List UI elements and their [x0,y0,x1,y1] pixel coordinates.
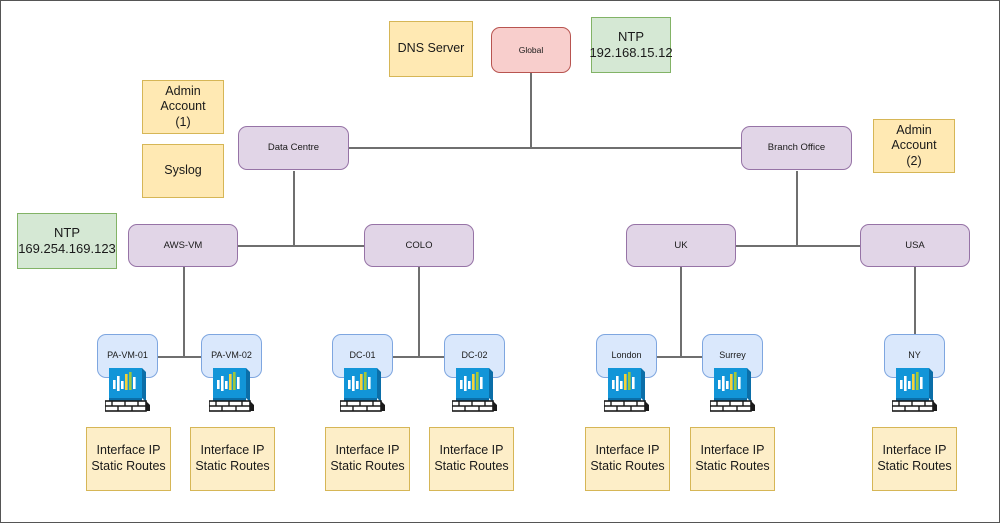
node-label: AWS-VM [163,239,203,251]
leaf-note-line1: Interface IP [595,443,660,458]
firewall-icon [104,368,151,412]
firewall-icon [451,368,498,412]
node-label: Global [518,44,544,55]
edge-usa-down [914,267,916,357]
node-admin-account-1[interactable]: Admin Account (1) [142,80,224,134]
node-label: DNS Server [397,41,465,56]
node-label-line1: NTP [54,224,80,240]
node-branch-office[interactable]: Branch Office [741,126,852,170]
edge-global-to-bus [530,73,532,148]
edge-dc01-dc02 [391,356,446,358]
node-ntp-left[interactable]: NTP 169.254.169.123 [17,213,117,269]
node-label: Syslog [164,163,202,178]
leaf-note-line2: Static Routes [590,459,665,473]
node-label: Surrey [719,350,746,361]
leaf-note-line1: Interface IP [700,443,765,458]
edge-awsvm-colo [236,245,366,247]
leaf-note-line2: Static Routes [91,459,166,473]
node-uk[interactable]: UK [626,224,736,267]
leaf-note-line1: Interface IP [882,443,947,458]
node-label-line2: 192.168.15.12 [589,45,673,60]
leaf-note-line2: Static Routes [330,459,405,473]
firewall-icon [208,368,255,412]
node-label: Data Centre [267,142,320,154]
node-colo[interactable]: COLO [364,224,474,267]
firewall-icon [891,368,938,412]
node-label-line1: NTP [618,28,644,44]
leaf-note[interactable]: Interface IP Static Routes [585,427,670,491]
firewall-icon [339,368,386,412]
edge-datacentre-down [293,171,295,246]
edge-london-surrey [654,356,709,358]
node-label: UK [674,239,688,251]
firewall-icon [709,368,756,412]
node-admin-account-2[interactable]: Admin Account (2) [873,119,955,173]
leaf-note-line1: Interface IP [200,443,265,458]
node-label-line2: (1) [175,114,191,129]
leaf-note-line1: Interface IP [439,443,504,458]
firewall-icon [603,368,650,412]
node-usa[interactable]: USA [860,224,970,267]
leaf-note[interactable]: Interface IP Static Routes [190,427,275,491]
leaf-note-line2: Static Routes [877,459,952,473]
leaf-note[interactable]: Interface IP Static Routes [325,427,410,491]
node-label: COLO [405,239,433,251]
node-dns-server[interactable]: DNS Server [389,21,473,77]
edge-colo-down [418,267,420,357]
node-global[interactable]: Global [491,27,571,73]
node-label: Branch Office [767,142,826,154]
leaf-note[interactable]: Interface IP Static Routes [872,427,957,491]
edge-uk-down [680,267,682,357]
edge-uk-usa [736,245,861,247]
node-pa-vm-02[interactable]: PA-VM-02 [201,334,262,378]
leaf-note-line1: Interface IP [96,443,161,458]
node-label: London [611,350,642,361]
node-data-centre[interactable]: Data Centre [238,126,349,170]
leaf-note-line2: Static Routes [195,459,270,473]
node-label: PA-VM-02 [211,350,252,361]
edge-datacentre-branchoffice [349,147,746,149]
node-ntp-top[interactable]: NTP 192.168.15.12 [589,17,673,73]
edge-pavm01-pavm02 [156,356,211,358]
leaf-note[interactable]: Interface IP Static Routes [429,427,514,491]
node-label: DC-02 [461,350,488,361]
leaf-note-line2: Static Routes [434,459,509,473]
edge-branchoffice-down [796,171,798,246]
node-label-line1: Admin Account [891,122,937,153]
leaf-note-line1: Interface IP [335,443,400,458]
node-label: NY [908,350,921,361]
node-aws-vm[interactable]: AWS-VM [128,224,238,267]
node-label: USA [905,239,925,251]
edge-awsvm-down [183,267,185,357]
node-label-line2: 169.254.169.123 [18,241,116,256]
node-syslog[interactable]: Syslog [142,144,224,198]
node-label: DC-01 [349,350,376,361]
node-surrey[interactable]: Surrey [702,334,763,378]
leaf-note-line2: Static Routes [695,459,770,473]
node-label: PA-VM-01 [107,350,148,361]
node-label-line1: Admin Account [160,83,206,114]
leaf-note[interactable]: Interface IP Static Routes [86,427,171,491]
node-label-line2: (2) [906,153,922,168]
leaf-note[interactable]: Interface IP Static Routes [690,427,775,491]
